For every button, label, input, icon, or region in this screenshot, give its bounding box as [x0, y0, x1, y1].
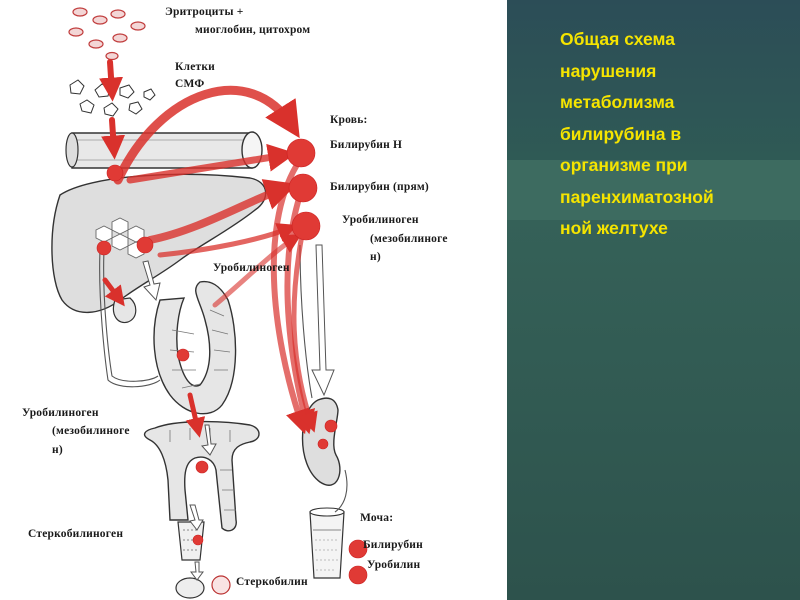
slide-title-line: паренхиматозной	[560, 186, 714, 207]
erythrocytes-drawing	[68, 7, 146, 61]
label-blood: Кровь:	[330, 114, 368, 126]
label-urine: Моча:	[360, 512, 394, 524]
slide-title-line: Общая схема	[560, 29, 675, 49]
stool-drawing	[175, 575, 231, 599]
label-myoglobin-cytochrome: миоглобин, цитохром	[195, 24, 311, 36]
urine-glass-drawing	[309, 507, 345, 579]
label-erythrocytes: Эритроциты +	[165, 6, 244, 18]
label-stercobilinogen: Стеркобилиноген	[28, 528, 124, 540]
label-urine-bilirubin: Билирубин	[363, 539, 423, 551]
label-smf-cells-line1: Клетки	[175, 61, 215, 73]
ducts-drawing	[99, 244, 348, 513]
label-bilirubin-direct: Билирубин (прям)	[330, 181, 429, 193]
bilirubin-metabolism-diagram: Эритроциты + миоглобин, цитохром Клетки …	[0, 0, 507, 600]
bilirubin-dots	[96, 138, 368, 585]
label-urobilinogen-left-line3: н)	[52, 444, 63, 456]
gray-flow-arrows	[142, 244, 335, 581]
diagram-illustration	[51, 7, 368, 599]
colon-drawing	[143, 420, 260, 561]
label-urine-urobilin: Уробилин	[367, 559, 421, 571]
slide-title-line: билирубина в	[560, 123, 682, 144]
label-urobilinogen-left-line2: (мезобилиноге	[52, 425, 130, 437]
label-urobilinogen-left-line1: Уробилиноген	[22, 407, 99, 419]
label-bilirubin-n: Билирубин Н	[330, 139, 403, 151]
intestine-drawing	[153, 280, 237, 415]
slide-title-line: организме при	[560, 155, 688, 175]
label-urobilinogen-blood-line1: Уробилиноген	[342, 214, 419, 226]
label-urobilinogen-blood-line3: н)	[370, 251, 381, 263]
label-smf-cells-line2: СМФ	[175, 78, 205, 90]
label-urobilinogen-middle: Уробилиноген	[213, 262, 290, 274]
label-urobilinogen-blood-line2: (мезобилиноге	[370, 233, 448, 245]
label-stercobilin: Стеркобилин	[236, 576, 308, 588]
slide-title-line: метаболизма	[560, 92, 675, 112]
gallbladder-drawing	[112, 297, 137, 324]
slide-title: Общая схема нарушения метаболизма билиру…	[560, 24, 790, 245]
slide-title-line: ной желтухе	[560, 218, 668, 238]
slide-title-line: нарушения	[560, 60, 657, 81]
